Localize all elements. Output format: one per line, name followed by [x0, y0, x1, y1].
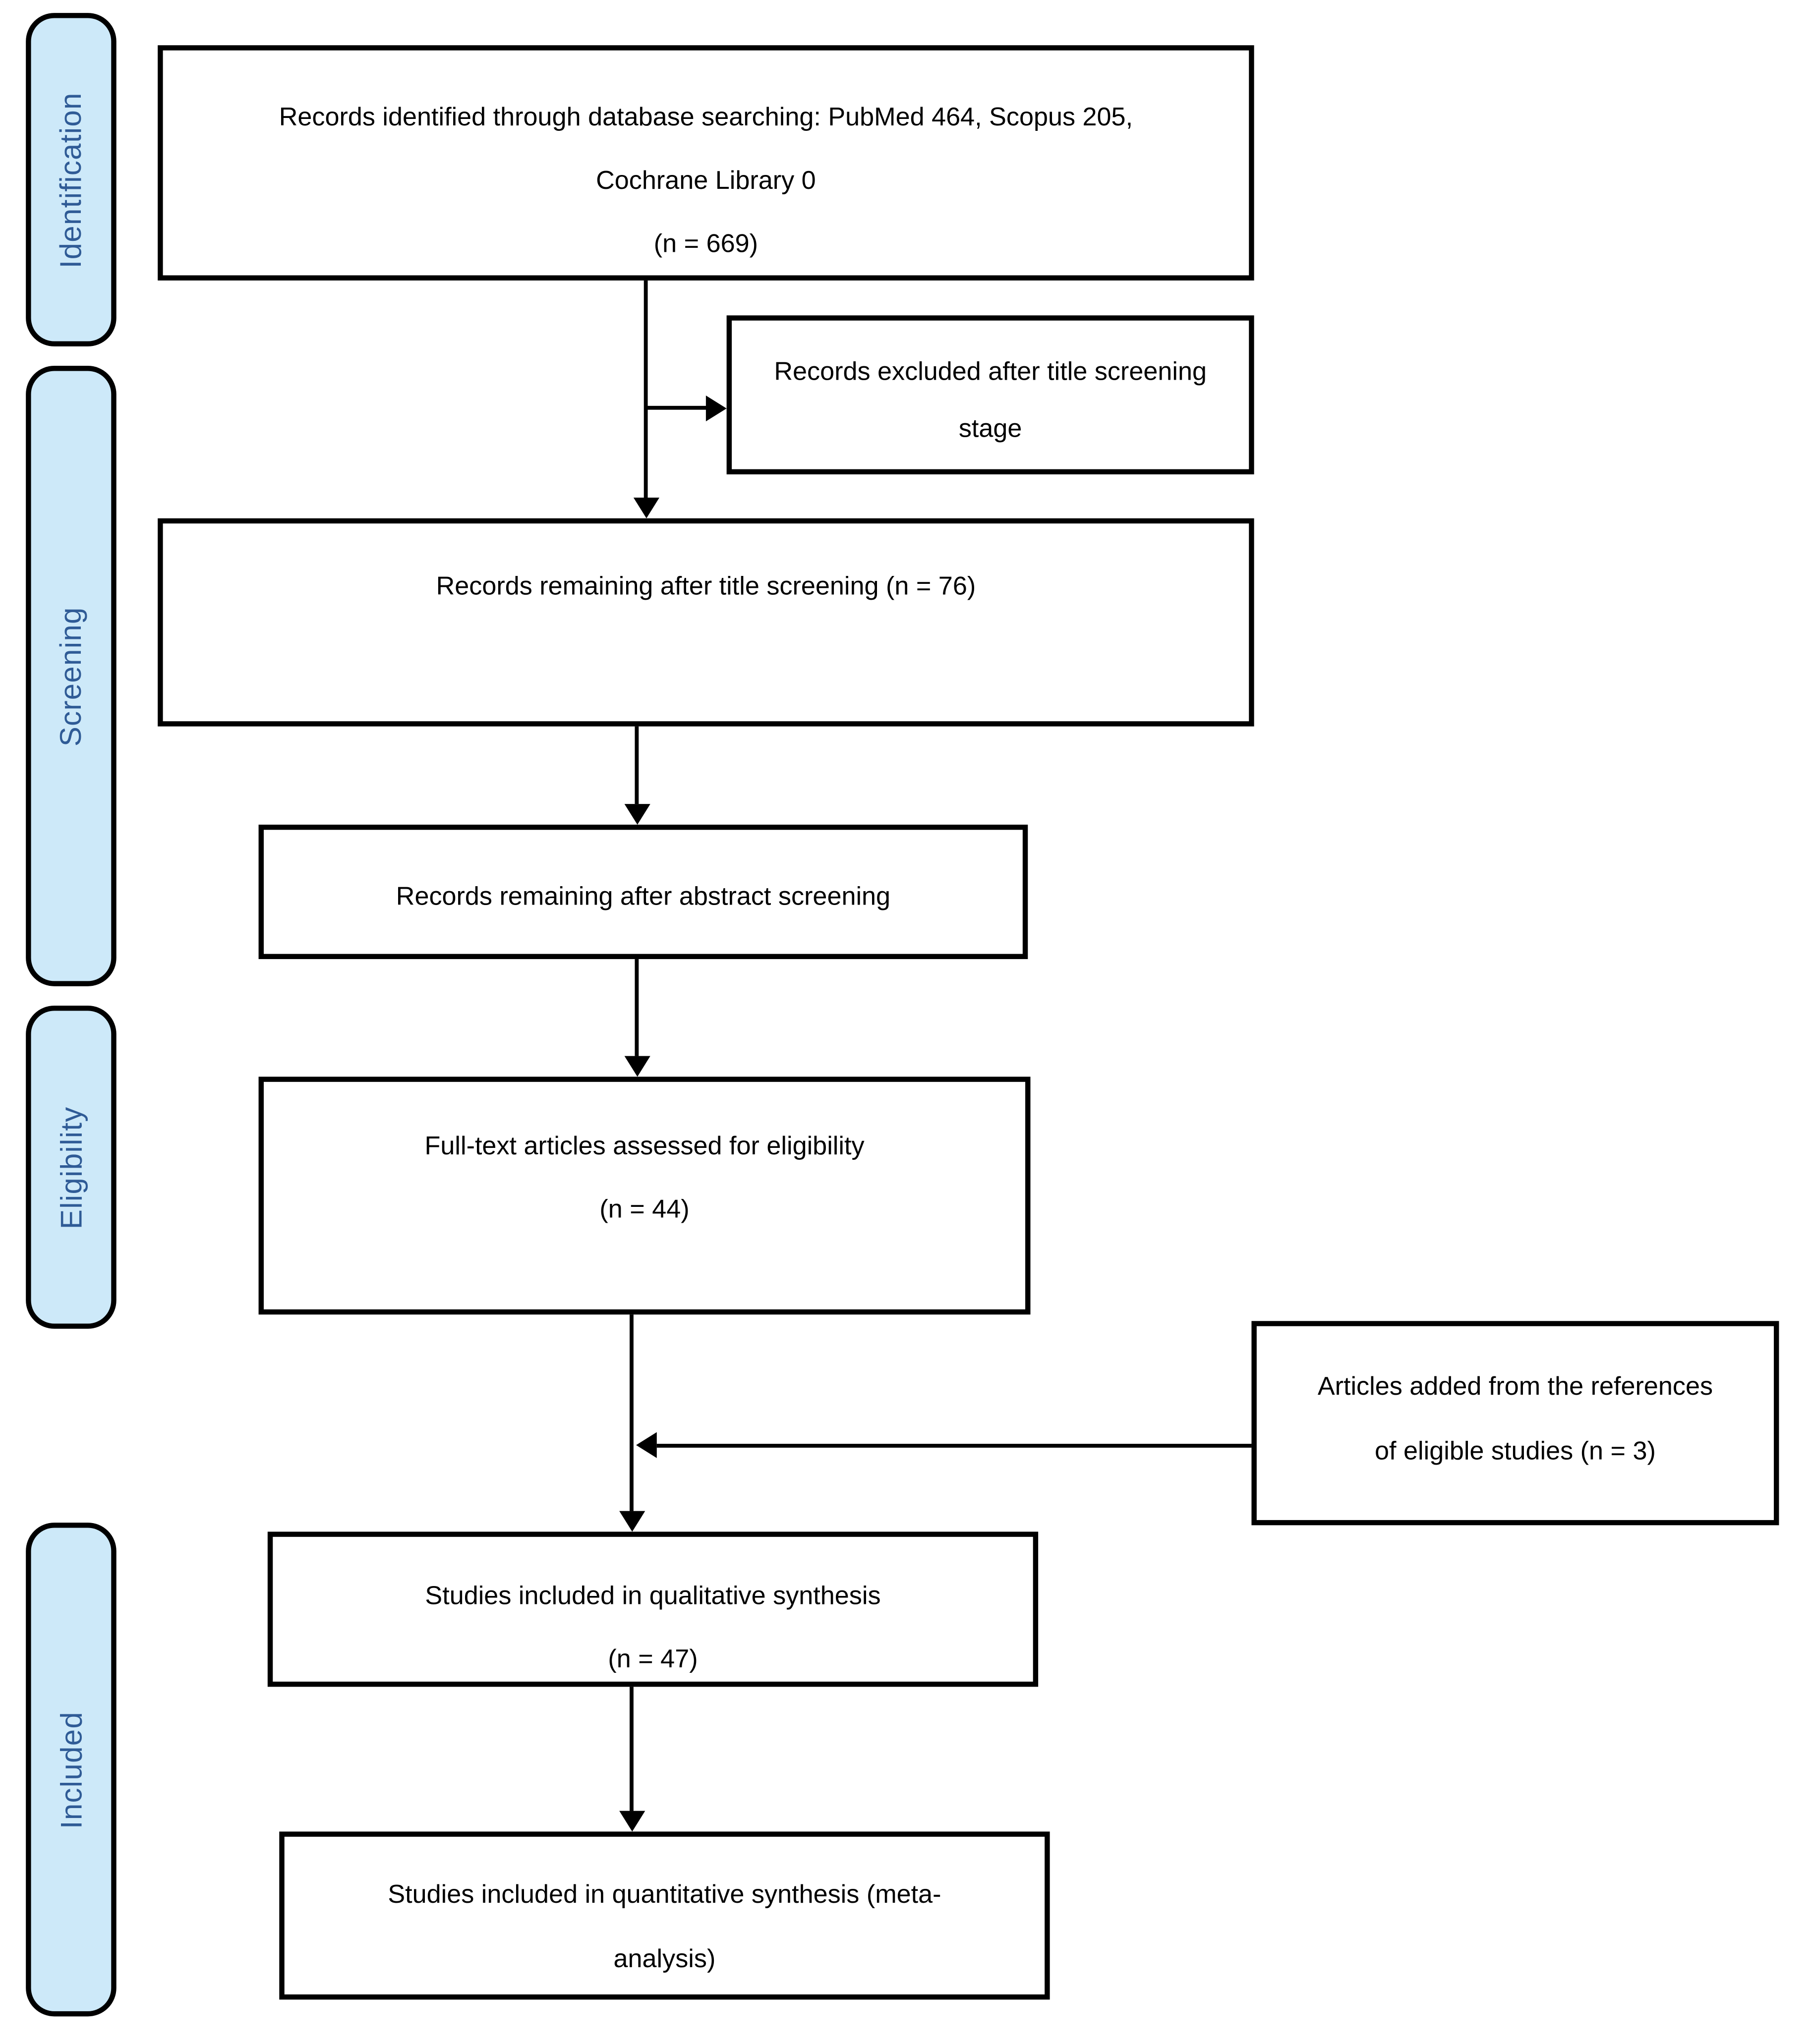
box-qualitative-synthesis-line1: Studies included in qualitative synthesi… — [425, 1582, 881, 1611]
box-records-after-title-screening-line1: Records remaining after title screening … — [436, 572, 976, 601]
arrow-references-to-flow-head — [636, 1432, 657, 1458]
box-articles-from-references-line2: of eligible studies (n = 3) — [1375, 1437, 1656, 1466]
box-articles-from-references: Articles added from the references of el… — [1251, 1321, 1779, 1526]
box-fulltext-assessed-line2: (n = 44) — [599, 1195, 690, 1224]
box-records-after-abstract-screening-line1: Records remaining after abstract screeni… — [396, 883, 891, 911]
stage-included: Included — [26, 1523, 117, 2017]
box-records-identified: Records identified through database sear… — [158, 45, 1254, 281]
arrow-qualitative-to-quantitative-head — [619, 1811, 645, 1832]
stage-eligibility: Eligibility — [26, 1005, 117, 1329]
arrow-abstract-to-fulltext-shaft — [635, 959, 639, 1056]
box-quantitative-synthesis-line2: analysis) — [613, 1945, 716, 1974]
arrow-references-to-flow-shaft — [656, 1444, 1252, 1448]
arrow-fulltext-to-qualitative-shaft — [630, 1314, 634, 1511]
box-qualitative-synthesis: Studies included in qualitative synthesi… — [267, 1532, 1039, 1687]
box-records-excluded-line1: Records excluded after title screening — [774, 358, 1207, 387]
box-fulltext-assessed-line1: Full-text articles assessed for eligibil… — [424, 1132, 865, 1161]
box-records-after-abstract-screening: Records remaining after abstract screeni… — [258, 824, 1028, 960]
arrow-identified-to-title-shaft — [643, 280, 648, 498]
arrow-title-to-abstract-shaft — [635, 726, 639, 804]
box-records-identified-line2: Cochrane Library 0 — [596, 167, 816, 195]
stage-eligibility-label: Eligibility — [54, 1106, 88, 1229]
stage-identification-label: Identification — [54, 91, 88, 268]
stage-screening-label: Screening — [54, 606, 88, 746]
arrow-abstract-to-fulltext-head — [624, 1056, 650, 1077]
box-records-after-title-screening: Records remaining after title screening … — [158, 518, 1254, 727]
box-quantitative-synthesis-line1: Studies included in quantitative synthes… — [388, 1880, 941, 1909]
box-articles-from-references-line1: Articles added from the references — [1317, 1372, 1713, 1401]
stage-included-label: Included — [54, 1710, 88, 1828]
box-records-excluded-line2: stage — [958, 415, 1022, 444]
stage-screening: Screening — [26, 366, 117, 986]
arrow-branch-to-excluded-head — [705, 396, 727, 422]
arrow-fulltext-to-qualitative-head — [619, 1511, 645, 1532]
box-records-excluded-title: Records excluded after title screening s… — [726, 315, 1254, 475]
arrow-qualitative-to-quantitative-shaft — [630, 1687, 634, 1811]
arrow-branch-to-excluded-shaft — [645, 405, 707, 410]
box-fulltext-assessed: Full-text articles assessed for eligibil… — [258, 1077, 1031, 1315]
box-records-identified-line1: Records identified through database sear… — [279, 103, 1133, 132]
arrow-title-to-abstract-head — [624, 804, 650, 825]
box-quantitative-synthesis: Studies included in quantitative synthes… — [279, 1831, 1050, 2000]
box-records-identified-line3: (n = 669) — [653, 230, 759, 259]
arrow-identified-to-title-head — [633, 498, 660, 518]
stage-identification: Identification — [26, 13, 117, 346]
box-qualitative-synthesis-line2: (n = 47) — [608, 1645, 698, 1674]
